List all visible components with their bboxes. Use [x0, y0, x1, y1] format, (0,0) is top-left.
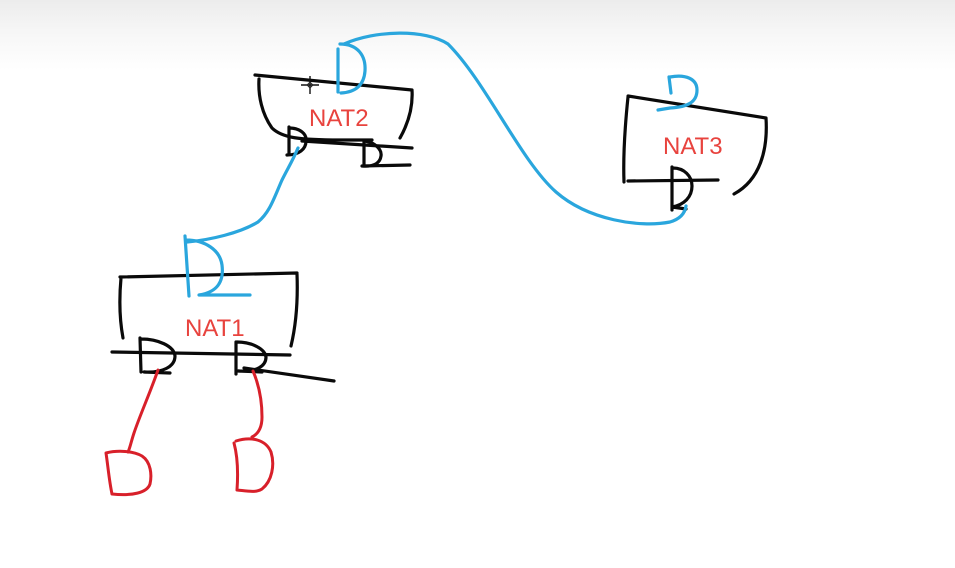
nat1-top-port [183, 234, 252, 298]
nat1-port-left [138, 336, 177, 375]
nat3-label: NAT3 [663, 133, 723, 160]
uplink-cables [183, 31, 699, 298]
nat1-label: NAT1 [185, 315, 245, 342]
nat2-bottom-bar [300, 139, 414, 150]
cable-nat2-to-nat3 [342, 31, 688, 226]
nat2-box-outline [253, 73, 414, 142]
nat2-top-port [336, 42, 367, 95]
downlink-cables [104, 368, 275, 497]
host-left [104, 449, 153, 497]
nat2-router [253, 73, 414, 168]
crosshair-cursor-icon [301, 76, 319, 94]
cable-nat1-to-nat2 [185, 146, 300, 244]
cable-nat1-to-host-left [126, 368, 160, 454]
nat1-router [110, 271, 336, 383]
nat3-top-port [656, 74, 699, 112]
nat2-label: NAT2 [309, 105, 369, 132]
nat1-tail [242, 366, 336, 383]
nat3-router [622, 94, 768, 212]
nat3-box-outline [622, 94, 768, 196]
nat1-port-right [234, 340, 268, 376]
nat1-box-outline [118, 271, 299, 348]
cable-nat1-to-host-right [250, 369, 264, 439]
nat2-port-right [360, 139, 412, 168]
nat3-port [670, 165, 694, 212]
host-right [232, 437, 275, 493]
